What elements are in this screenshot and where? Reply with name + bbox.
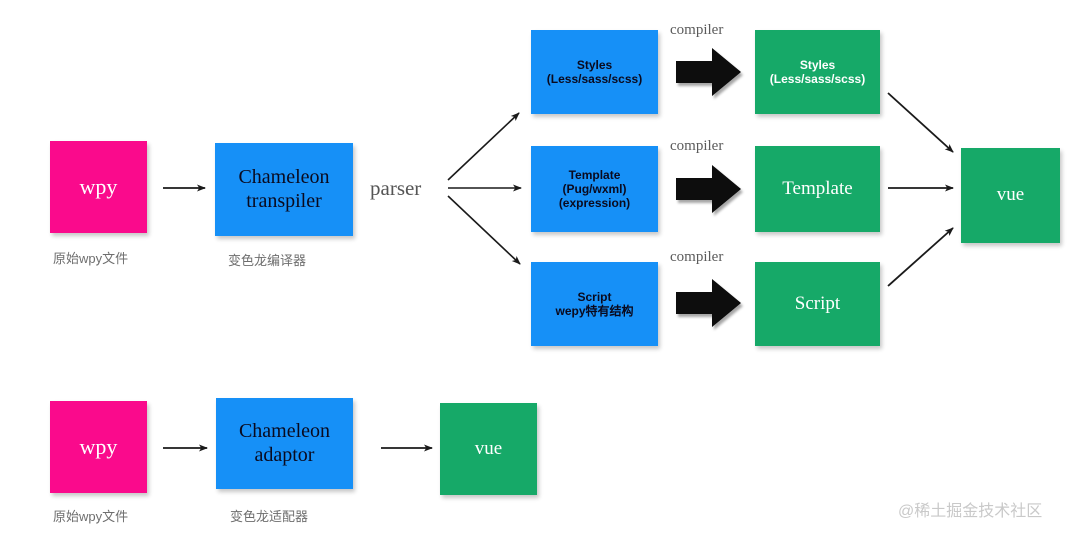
label-compiler-styles: compiler xyxy=(670,22,724,38)
arrow-styles-to-vue xyxy=(887,92,954,153)
box-label-line2: adaptor xyxy=(254,443,315,466)
box-label-line1: Chameleon xyxy=(238,165,330,188)
box-input-template[interactable]: Template (Pug/wxml) (expression) xyxy=(531,146,658,232)
box-wpy-source-bottom[interactable]: wpy xyxy=(50,401,147,493)
box-input-styles[interactable]: Styles (Less/sass/scss) xyxy=(531,30,658,114)
box-output-script[interactable]: Script xyxy=(755,262,880,346)
box-label-line1: Script xyxy=(577,289,612,304)
box-label: wpy xyxy=(79,434,118,460)
label-parser: parser xyxy=(370,176,422,200)
box-label-line1: Styles xyxy=(799,57,836,72)
arrow-parser-to-script xyxy=(447,195,521,265)
box-label: vue xyxy=(474,437,503,459)
box-output-template[interactable]: Template xyxy=(755,146,880,232)
box-chameleon-transpiler[interactable]: Chameleon transpiler xyxy=(215,143,353,236)
box-label: Template xyxy=(782,177,853,199)
label-compiler-template: compiler xyxy=(670,138,724,154)
arrow-script-to-vue xyxy=(887,227,954,287)
label-compiler-script: compiler xyxy=(670,249,724,265)
box-label-line2: (Less/sass/scss) xyxy=(769,72,866,86)
box-label-line2: transpiler xyxy=(246,189,322,212)
caption-chameleon-transpiler: 变色龙编译器 xyxy=(228,253,307,268)
box-label: vue xyxy=(996,184,1025,206)
compiler-block-arrow-template xyxy=(676,165,741,213)
arrow-parser-to-styles xyxy=(447,112,520,181)
box-label-line1: Chameleon xyxy=(238,419,331,442)
compiler-block-arrow-script xyxy=(676,279,741,327)
watermark: @稀土掘金技术社区 xyxy=(898,503,1043,520)
box-input-script[interactable]: Script wepy特有结构 xyxy=(531,262,658,346)
box-label-line1: Styles xyxy=(576,57,613,72)
box-label-line2: wepy特有结构 xyxy=(555,304,634,318)
caption-chameleon-adaptor: 变色龙适配器 xyxy=(230,509,309,524)
box-label-line2: (Pug/wxml) xyxy=(562,181,627,196)
compiler-block-arrow-styles xyxy=(676,48,741,96)
box-wpy-source-top[interactable]: wpy xyxy=(50,141,147,233)
box-label-line2: (Less/sass/scss) xyxy=(546,72,643,86)
caption-wpy-source-bottom: 原始wpy文件 xyxy=(53,509,129,524)
box-vue-result-bottom[interactable]: vue xyxy=(440,403,537,495)
box-label: wpy xyxy=(79,174,118,200)
caption-wpy-source-top: 原始wpy文件 xyxy=(53,251,129,266)
box-label-line1: Template xyxy=(568,167,621,182)
box-output-styles[interactable]: Styles (Less/sass/scss) xyxy=(755,30,880,114)
box-vue-result-top[interactable]: vue xyxy=(961,148,1060,243)
box-label-line3: (expression) xyxy=(558,196,631,211)
box-label: Script xyxy=(794,292,841,314)
box-chameleon-adaptor[interactable]: Chameleon adaptor xyxy=(216,398,353,489)
